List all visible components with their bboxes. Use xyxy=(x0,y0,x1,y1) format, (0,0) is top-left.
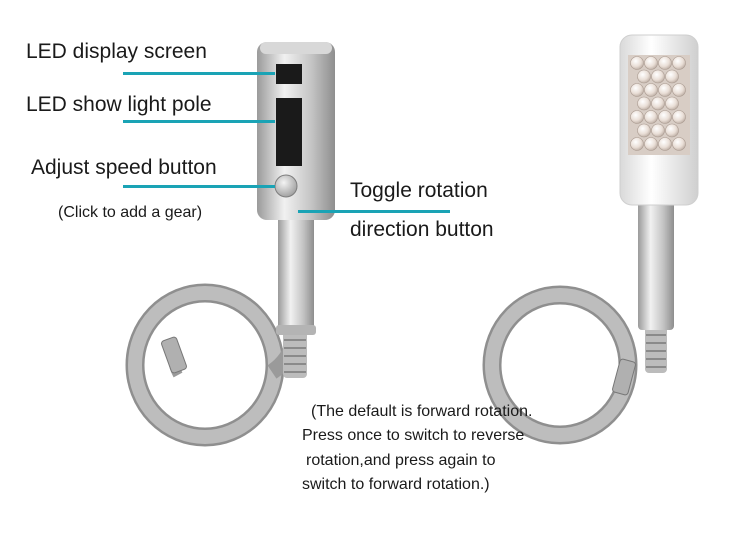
label-toggle-line2: direction button xyxy=(350,218,494,241)
note-line-2: Press once to switch to reverse xyxy=(302,427,525,444)
led-bead xyxy=(637,96,651,111)
led-bead xyxy=(658,110,672,124)
leader-line-light-pole xyxy=(123,120,275,123)
led-bead xyxy=(672,83,686,97)
note-line-1: (The default is forward rotation. xyxy=(311,403,533,420)
led-bead xyxy=(644,56,658,70)
label-speed-hint: (Click to add a gear) xyxy=(58,204,203,221)
led-bead xyxy=(637,69,651,84)
led-bead xyxy=(665,96,679,111)
handheld-device-back-view-icon xyxy=(125,42,335,447)
led-bead xyxy=(665,123,679,138)
note-line-4: switch to forward rotation.) xyxy=(302,476,490,493)
led-bead xyxy=(630,110,644,124)
handheld-device-led-front-view-icon xyxy=(482,34,699,445)
leader-line-display xyxy=(123,72,275,75)
label-adjust-speed-button: Adjust speed button xyxy=(31,156,217,179)
led-bead xyxy=(637,123,651,138)
led-bead xyxy=(630,83,644,97)
label-toggle-line1: Toggle rotation xyxy=(350,179,488,202)
led-bead xyxy=(630,137,644,151)
leader-line-toggle xyxy=(298,210,450,213)
label-led-display-screen: LED display screen xyxy=(26,40,207,63)
led-bead xyxy=(651,123,665,138)
led-bead xyxy=(644,110,658,124)
leader-line-speed-button xyxy=(123,185,275,188)
led-bead xyxy=(665,69,679,84)
label-led-light-pole: LED show light pole xyxy=(26,93,212,116)
led-bead xyxy=(651,69,665,84)
led-bead xyxy=(651,96,665,111)
led-bead xyxy=(658,83,672,97)
led-bead xyxy=(630,56,644,70)
led-bead xyxy=(672,137,686,151)
led-bead xyxy=(672,56,686,70)
led-bead xyxy=(644,83,658,97)
note-line-3: rotation,and press again to xyxy=(306,452,496,469)
led-bead xyxy=(658,137,672,151)
led-bead xyxy=(644,137,658,151)
led-bead xyxy=(672,110,686,124)
led-bead xyxy=(658,56,672,70)
